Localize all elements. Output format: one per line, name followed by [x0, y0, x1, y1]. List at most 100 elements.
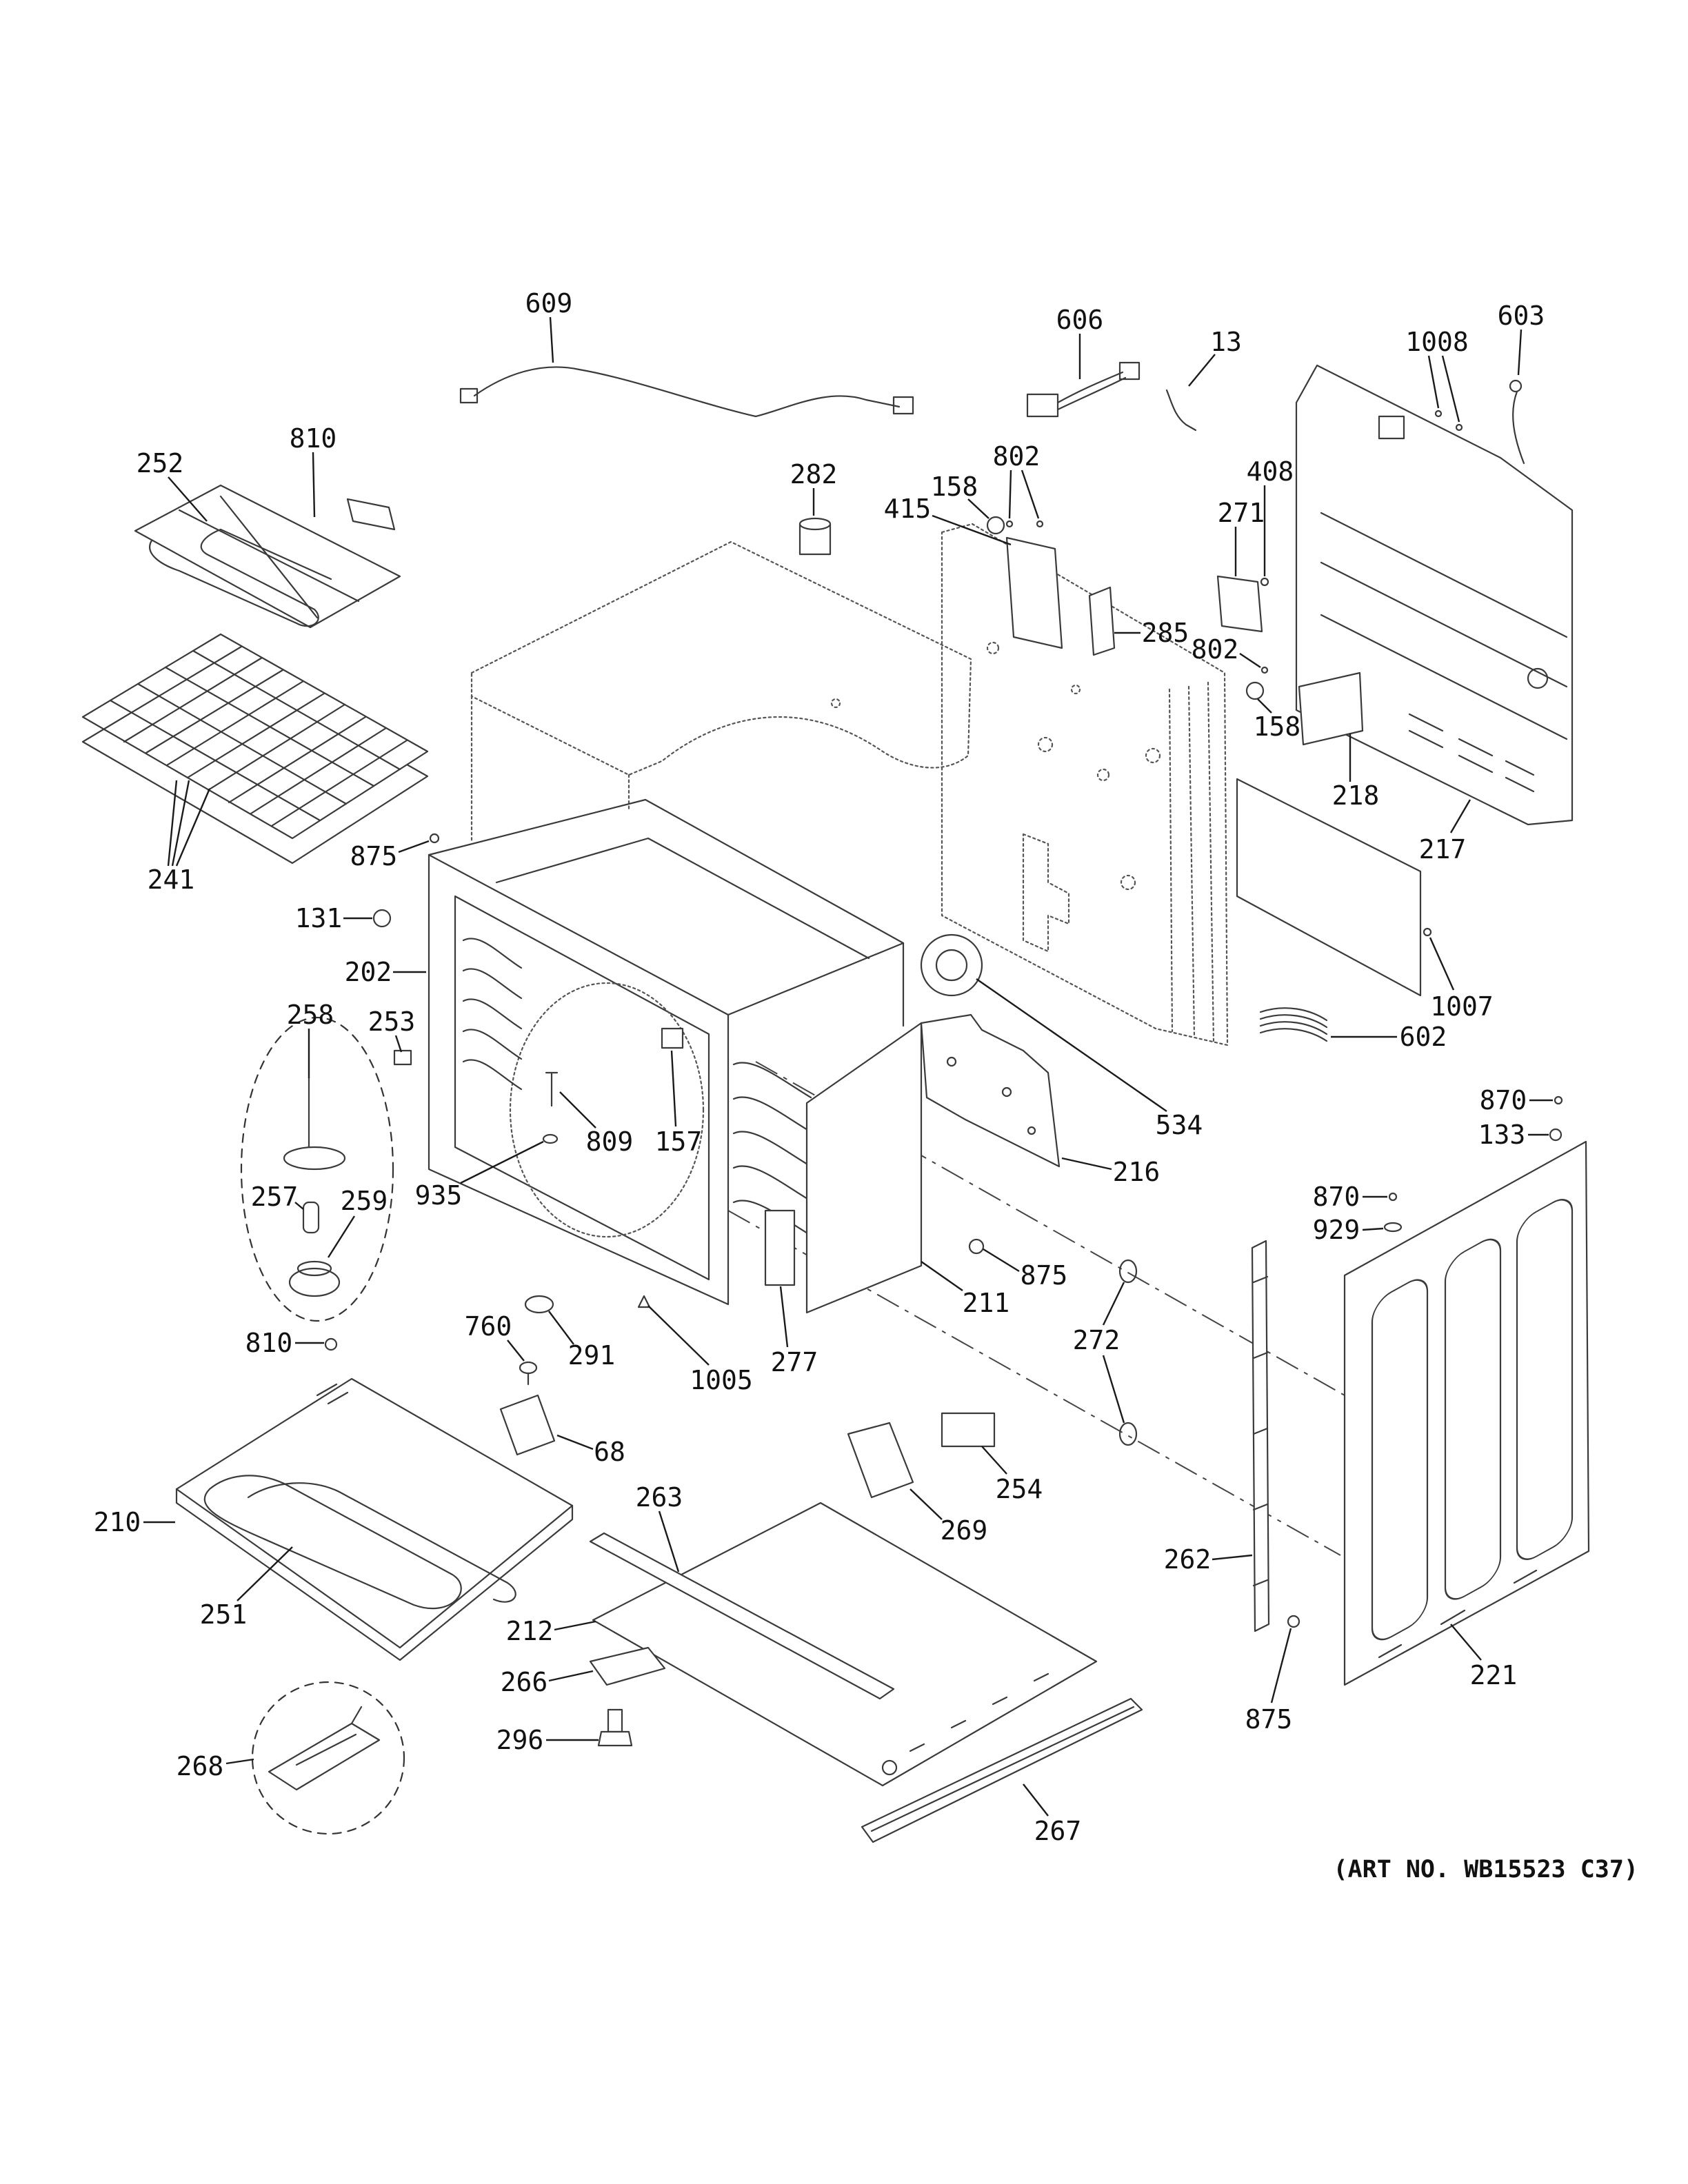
insulation-plug-282: [798, 517, 832, 556]
leader-251: [237, 1546, 293, 1601]
plug-top: [798, 517, 832, 531]
leader-241: [167, 780, 211, 867]
callout-935: 935: [415, 1180, 463, 1211]
rear-wall: [941, 523, 1229, 1046]
rear-wall-hole: [1070, 684, 1081, 695]
heat-shield-hole: [1027, 1126, 1036, 1135]
callout-259: 259: [341, 1186, 388, 1216]
leader-1007: [1429, 937, 1455, 991]
callout-1005: 1005: [690, 1365, 753, 1395]
cavity-front-frame: [428, 853, 730, 1306]
tray-outline: [175, 1377, 574, 1649]
pin-1005: [637, 1295, 651, 1308]
leader-760: [507, 1339, 525, 1362]
rear-wall-hole: [1096, 768, 1110, 782]
leader-68: [556, 1434, 594, 1450]
support-strip-263: [589, 1532, 895, 1700]
gasket-291: [524, 1295, 554, 1314]
leader-802: [1239, 653, 1261, 668]
harness-connector: [1118, 361, 1141, 381]
leader-211: [921, 1261, 963, 1291]
lead-wire: [1512, 390, 1525, 465]
deflector-part: [268, 1722, 381, 1791]
leader-262: [1212, 1554, 1253, 1561]
leader-415: [932, 514, 1012, 546]
callout-602: 602: [1400, 1022, 1447, 1052]
rear-wall-rib-1: [1168, 688, 1174, 1033]
leader-259: [327, 1215, 356, 1258]
callout-285: 285: [1142, 618, 1189, 648]
trim-outline: [861, 1697, 1143, 1843]
cavity-top: [428, 798, 905, 1016]
rear-wall-hole: [986, 641, 1000, 655]
deflector-boundary: [251, 1681, 405, 1835]
callout-267: 267: [1034, 1816, 1082, 1846]
wire-lead-603: [1509, 379, 1525, 465]
leader-13: [1188, 354, 1216, 387]
leader-534: [976, 978, 1167, 1112]
leader-1008: [1427, 355, 1460, 423]
panel-recess: [1516, 1199, 1574, 1560]
cavity-top-panel: [495, 837, 870, 960]
leader-266: [548, 1670, 594, 1682]
screw-802: [1260, 666, 1269, 674]
rear-panel-hole: [1527, 667, 1549, 689]
floor-panel-hole: [881, 1759, 898, 1776]
callout-268: 268: [177, 1751, 224, 1781]
leader-277: [779, 1286, 789, 1348]
callout-241: 241: [148, 865, 195, 895]
callout-251: 251: [200, 1599, 248, 1630]
screw-870: [1554, 1095, 1563, 1105]
leader-603: [1517, 329, 1523, 376]
callout-221: 221: [1470, 1660, 1518, 1690]
oven-cavity: [428, 798, 905, 1306]
sensor-wire-13: [1165, 389, 1197, 432]
screw-802: [1036, 520, 1044, 528]
callout-131: 131: [295, 903, 343, 933]
screw-870: [1388, 1192, 1398, 1202]
trim-strip-262: [1251, 1240, 1270, 1632]
panel-recesses: [1371, 1199, 1574, 1641]
leader-217: [1449, 799, 1471, 833]
hinge-277: [764, 1209, 796, 1286]
screw-809: [545, 1071, 559, 1107]
leader-809: [559, 1091, 596, 1129]
terminal-block-254: [941, 1412, 996, 1448]
bracket-266: [589, 1646, 666, 1686]
fan-motor-mount: [920, 933, 983, 997]
callout-603: 603: [1498, 301, 1545, 331]
bake-element-inner: [247, 1482, 516, 1603]
callout-802: 802: [1192, 634, 1239, 665]
callout-157: 157: [655, 1126, 703, 1157]
cabinet-top: [470, 540, 972, 776]
rear-panel-slot: [1408, 713, 1535, 776]
panel-outline: [1343, 1140, 1590, 1686]
washer-935: [542, 1133, 559, 1144]
cover-218: [1298, 671, 1364, 746]
projection-lines: [727, 1061, 1345, 1556]
broil-element-252: [134, 484, 401, 629]
plug-272: [1118, 1259, 1138, 1284]
callout-810: 810: [290, 423, 337, 454]
leader-216: [1061, 1157, 1112, 1171]
bake-element-tray-210: [175, 1377, 574, 1661]
callout-13: 13: [1210, 327, 1242, 357]
leader-158: [967, 498, 989, 519]
leader-810: [312, 452, 316, 518]
rear-panel-cutout: [1378, 415, 1405, 440]
leader-157: [670, 1050, 677, 1127]
leader-272: [1102, 1282, 1125, 1424]
callout-262: 262: [1164, 1544, 1212, 1575]
assembly-boundary: [240, 1016, 394, 1322]
leader-252: [168, 476, 208, 522]
screw-802: [1005, 520, 1014, 528]
floor-panel-212: [592, 1502, 1098, 1787]
front-trim-267: [861, 1697, 1143, 1843]
leader-158: [1257, 698, 1272, 714]
fan-nut-257: [302, 1201, 320, 1234]
fan-blade-259: [288, 1267, 341, 1297]
trim-strip-tabs: [1252, 1275, 1269, 1587]
callout-802: 802: [993, 441, 1041, 472]
callout-218: 218: [1332, 780, 1380, 811]
